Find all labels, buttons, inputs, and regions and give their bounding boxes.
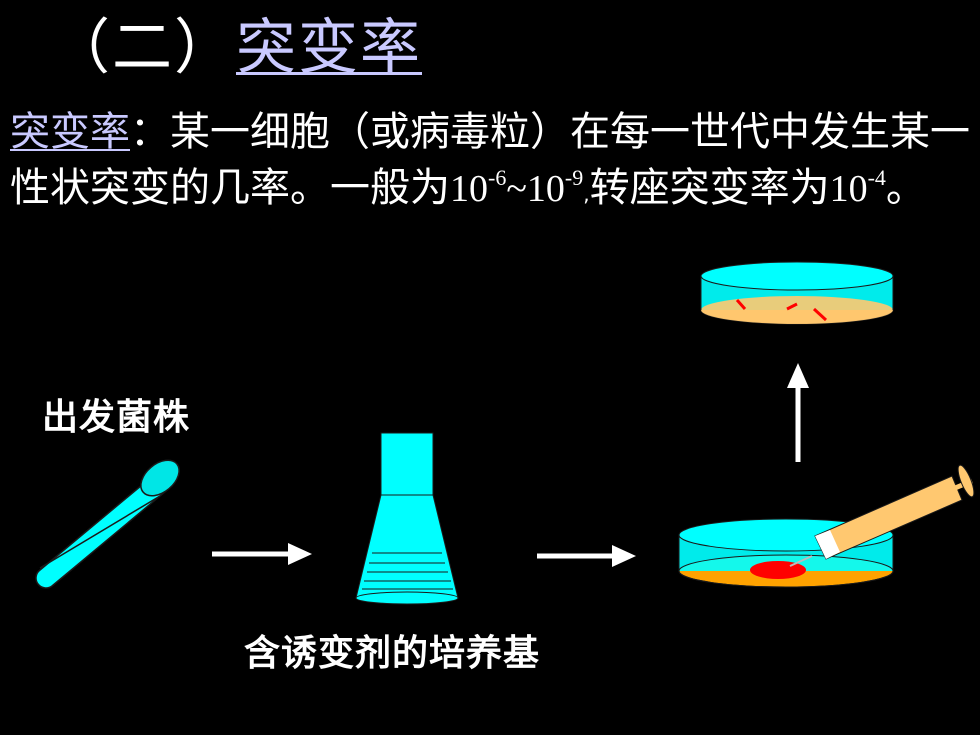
rate-exponent-1: -6 <box>488 165 507 190</box>
title-link-mutation-rate[interactable]: 突变率 <box>236 13 422 83</box>
rate-base-1: 10 <box>450 168 488 210</box>
arrow-right-icon <box>537 545 636 567</box>
slide-title: （二）突变率 <box>50 8 422 88</box>
rate-base-3: 10 <box>829 168 868 210</box>
definition-paragraph: 突变率：某一细胞（或病毒粒）在每一世代中发生某一性状突变的几率。一般为10-6~… <box>10 104 970 222</box>
syringe-icon <box>789 464 975 567</box>
rate-tilde: ~ <box>506 168 527 210</box>
definition-text-2: 转座突变率为 <box>589 165 830 211</box>
label-starting-strain: 出发菌株 <box>42 397 191 438</box>
rate-exponent-2: -9 <box>564 165 584 190</box>
term-link-mutation-rate[interactable]: 突变率 <box>10 109 130 155</box>
result-plate-icon <box>700 261 894 325</box>
definition-text-1: ：某一细胞（或病毒粒）在每一世代中发生某一性状突变的几率。一般为 <box>10 109 970 211</box>
rate-exponent-3: -4 <box>867 165 886 190</box>
title-prefix: （二） <box>50 13 236 83</box>
label-mutagen-medium: 含诱变剂的培养基 <box>244 633 541 674</box>
rate-comma: , <box>583 182 590 206</box>
arrow-right-icon <box>212 543 312 565</box>
conical-flask-icon <box>355 432 459 605</box>
arrow-up-icon <box>787 363 809 462</box>
rate-base-2: 10 <box>526 168 565 210</box>
test-tube-icon <box>35 459 180 589</box>
definition-end: 。 <box>885 165 926 211</box>
